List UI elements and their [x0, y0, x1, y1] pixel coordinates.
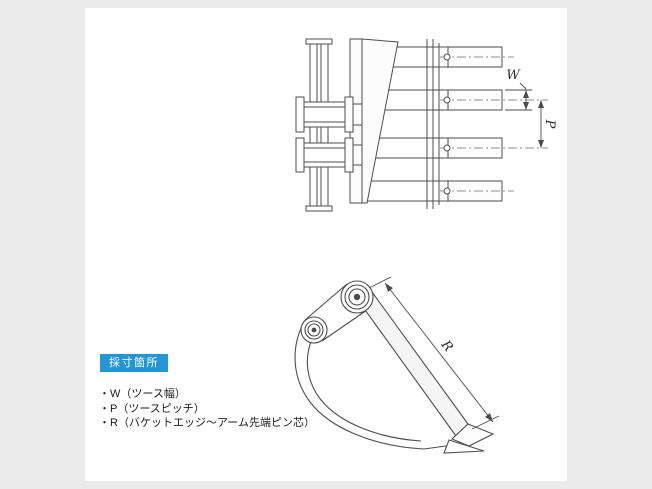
bucket-rails [367, 46, 448, 202]
dimension-w: W [505, 68, 532, 111]
top-view-drawing [295, 38, 548, 212]
legend-item-w: ・W（ツース幅） [99, 388, 186, 400]
dimension-label-r: R [437, 337, 456, 355]
dimension-p: P [538, 100, 557, 148]
link-plate [304, 283, 348, 321]
dimension-label-p: P [542, 119, 557, 129]
side-view-drawing [294, 280, 495, 454]
bucket-tooth-side [443, 439, 485, 454]
bucket-rear-edge [426, 39, 440, 209]
dimension-legend: ・W（ツース幅） ・P（ツースピッチ） ・R（バケットエッジ～アーム先端ピン芯） [99, 387, 315, 431]
bucket-shell-outer [294, 323, 454, 450]
bucket-shell-inner [306, 338, 422, 442]
arm-pin-boss [300, 316, 328, 344]
dimension-label-w: W [506, 68, 521, 83]
bucket-edge-band [359, 291, 469, 437]
bucket-teeth [447, 46, 503, 202]
link-pin-boss [340, 280, 374, 314]
tooth-centerlines [440, 56, 548, 192]
pin-boss-upper [295, 96, 363, 133]
measure-points-label: 採寸箇所 [100, 354, 168, 372]
link-plate [321, 309, 368, 342]
bucket-body [361, 38, 399, 204]
tooth-pin-circles [443, 53, 451, 195]
legend-item-p: ・P（ツースピッチ） [99, 402, 205, 415]
pin-boss-lower [295, 137, 363, 173]
legend-item-r: ・R（バケットエッジ～アーム先端ピン芯） [99, 417, 315, 429]
